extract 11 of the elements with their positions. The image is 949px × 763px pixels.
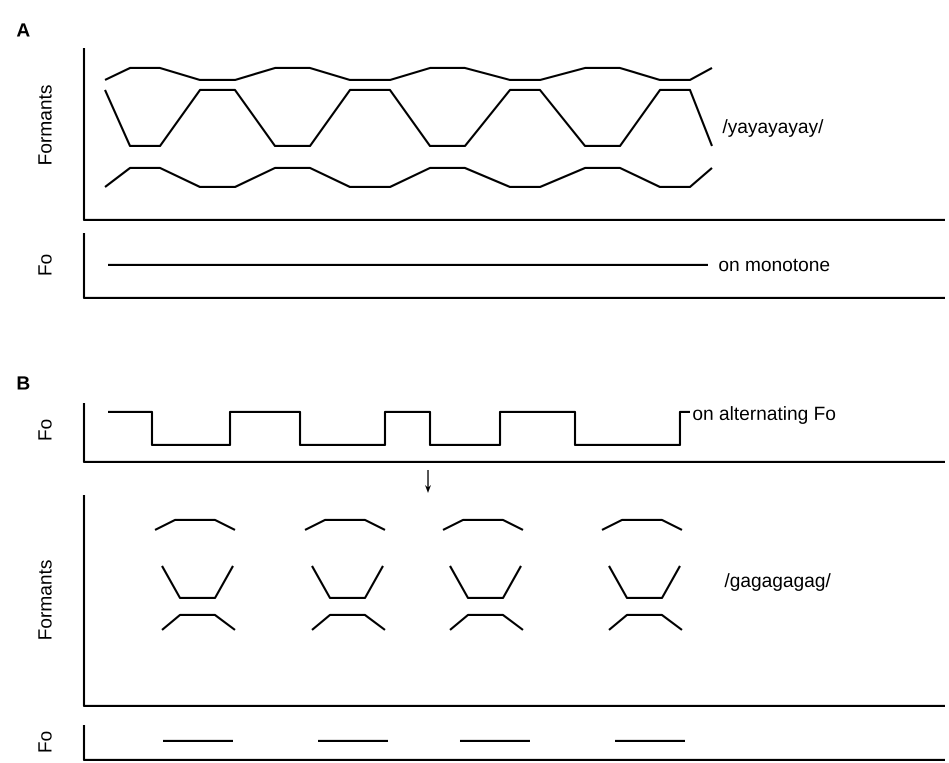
- annotation-text: on alternating Fo: [693, 406, 836, 424]
- axis-label: Fo: [38, 254, 52, 275]
- annotation-text: on monotone: [719, 258, 830, 272]
- axis-label: Fo: [38, 420, 52, 440]
- panel-letter: A: [16, 23, 30, 37]
- axis-label: Formants: [38, 85, 52, 164]
- annotation-text: /gagagagag/: [724, 573, 831, 591]
- panel-letter: B: [18, 376, 30, 390]
- axis-label: Formants: [38, 560, 52, 639]
- annotation-text: /yayayayay/: [722, 119, 824, 137]
- axis-label: Fo: [38, 732, 52, 752]
